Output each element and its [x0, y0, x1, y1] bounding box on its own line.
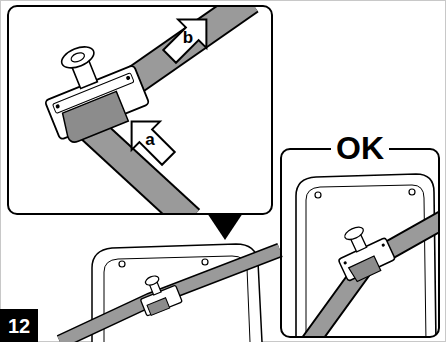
seat-drawing [60, 244, 280, 342]
arrow-letter: b [183, 29, 193, 47]
direction-arrow: a [122, 112, 178, 168]
pointer-triangle [207, 213, 243, 240]
direction-arrow: b [160, 10, 216, 66]
arrow-shape [117, 107, 182, 172]
result-panel: OK [280, 148, 440, 338]
panel-heading: OK [331, 129, 389, 167]
arrow-shape [155, 5, 220, 70]
step-number: 12 [0, 309, 38, 342]
ok-seat-drawing [296, 174, 439, 337]
step-number-text: 12 [8, 315, 30, 337]
inset-panel [8, 0, 272, 220]
arrow-letter: a [145, 131, 154, 149]
